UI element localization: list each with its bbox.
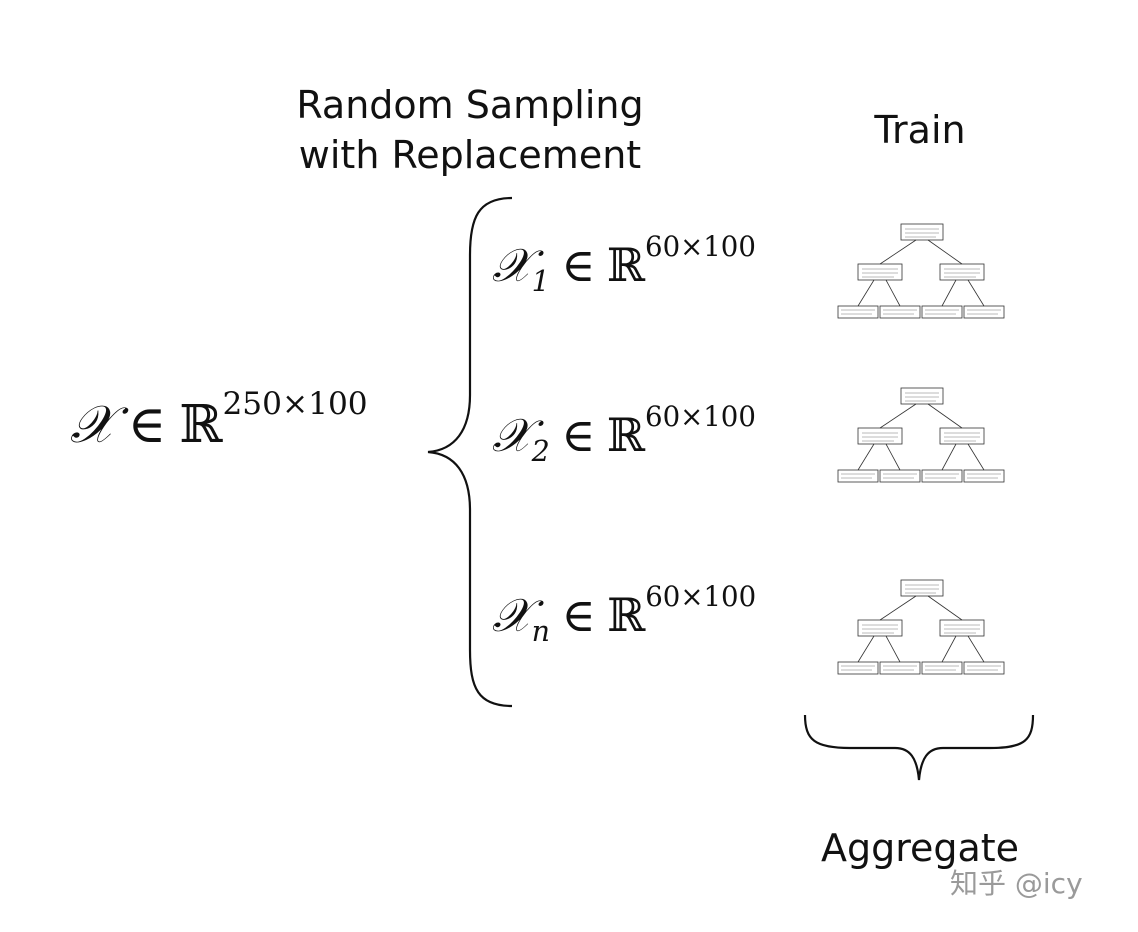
sample-dims: 60×100 bbox=[645, 400, 756, 434]
dataset-expression: 𝒳∈ℝ250×100 bbox=[70, 386, 368, 456]
sample-subscript: 2 bbox=[531, 434, 550, 468]
aggregate-brace bbox=[803, 714, 1035, 781]
element-of-symbol: ∈ bbox=[127, 395, 167, 455]
decision-tree-1-icon bbox=[837, 223, 1005, 319]
sample-n-expression: 𝒳n ∈ℝ60×100 bbox=[492, 580, 756, 648]
decision-tree-n-icon bbox=[837, 579, 1005, 675]
real-set-symbol: ℝ bbox=[606, 238, 646, 292]
sample-symbol: 𝒳 bbox=[492, 408, 532, 462]
watermark: 知乎 @icy bbox=[950, 867, 1083, 900]
real-set-symbol: ℝ bbox=[606, 408, 646, 462]
sample-1-expression: 𝒳1 ∈ℝ60×100 bbox=[492, 230, 756, 298]
sample-subscript: 1 bbox=[531, 264, 550, 298]
sampling-title-line2: with Replacement bbox=[298, 133, 642, 177]
sample-symbol: 𝒳 bbox=[492, 588, 532, 642]
dataset-dims: 250×100 bbox=[222, 385, 368, 422]
sampling-title-line1: Random Sampling bbox=[296, 83, 644, 127]
element-of-symbol: ∈ bbox=[561, 588, 596, 642]
element-of-symbol: ∈ bbox=[561, 408, 596, 462]
sample-dims: 60×100 bbox=[645, 230, 756, 264]
real-set-symbol: ℝ bbox=[607, 588, 646, 642]
decision-tree-2-icon bbox=[837, 387, 1005, 483]
sample-dims: 60×100 bbox=[645, 580, 757, 614]
sample-symbol: 𝒳 bbox=[492, 238, 532, 292]
train-title: Train bbox=[874, 108, 966, 152]
sample-2-expression: 𝒳2 ∈ℝ60×100 bbox=[492, 400, 756, 468]
aggregate-label: Aggregate bbox=[820, 826, 1020, 870]
sampling-brace bbox=[427, 196, 513, 708]
real-set-symbol: ℝ bbox=[179, 395, 223, 455]
sample-subscript: n bbox=[531, 614, 550, 648]
element-of-symbol: ∈ bbox=[561, 238, 596, 292]
dataset-symbol: 𝒳 bbox=[70, 395, 115, 455]
sampling-title: Random Sampling with Replacement bbox=[290, 80, 650, 180]
